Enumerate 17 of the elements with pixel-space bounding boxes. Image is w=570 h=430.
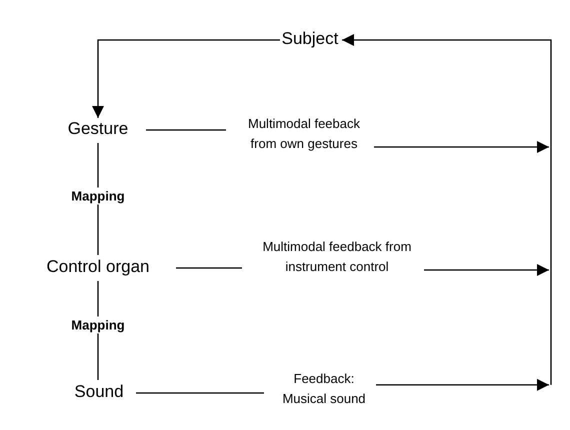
node-label: Sound [74,382,124,402]
connector-line [146,129,226,131]
arrow [424,264,549,276]
edge-label: Mapping [69,316,127,334]
arrow [374,141,549,153]
feedback-text: Multimodal feedback from instrument control [262,238,412,276]
node-label: Control organ [46,257,150,277]
connector-line [136,392,264,394]
feedback-text: Multimodal feeback from own gestures [247,115,361,153]
connector-line [176,267,242,269]
arrow [342,34,552,385]
node-label: Gesture [68,119,128,139]
arrow [376,378,549,391]
edge-label: Mapping [69,188,127,204]
node-label: Subject [282,29,338,49]
arrow [92,39,280,118]
feedback-text: Feedback: Musical sound [281,370,367,408]
